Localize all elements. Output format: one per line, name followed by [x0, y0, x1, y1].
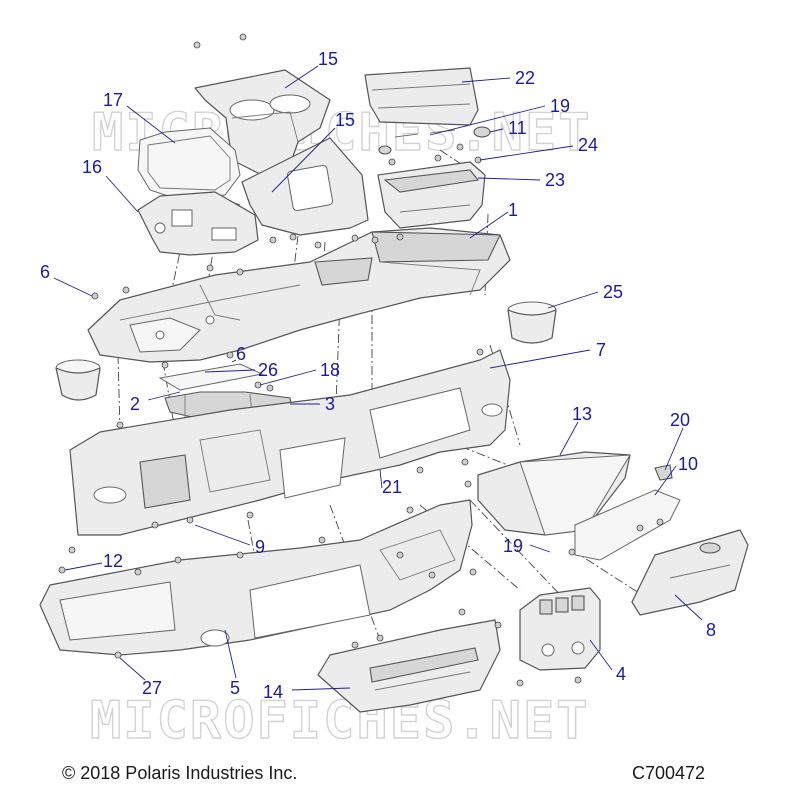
part-4-switch-panel	[519, 587, 601, 671]
callout-22: 22	[515, 68, 535, 88]
part-13-glovebox-tub	[477, 451, 631, 536]
callout-25: 25	[603, 282, 623, 302]
callout-19: 19	[503, 536, 523, 556]
callout-7: 7	[596, 340, 606, 360]
callout-23: 23	[545, 170, 565, 190]
part-1-upper-dash	[87, 227, 511, 363]
callout-1: 1	[508, 200, 518, 220]
callout-10: 10	[678, 454, 698, 474]
callout-18: 18	[320, 360, 340, 380]
callout-6: 6	[236, 344, 246, 364]
part-5-lower-dash	[39, 499, 473, 656]
callout-15: 15	[335, 110, 355, 130]
copyright-text: © 2018 Polaris Industries Inc.	[62, 763, 298, 783]
callout-8: 8	[706, 620, 716, 640]
callout-15: 15	[318, 49, 338, 69]
callout-12: 12	[103, 551, 123, 571]
part-11-grommet	[378, 126, 491, 155]
part-22-storage-lid	[364, 67, 479, 126]
part-25-cupholder-right	[507, 301, 557, 344]
callout-14: 14	[263, 682, 283, 702]
callout-21: 21	[382, 477, 402, 497]
diagram-code: C700472	[632, 763, 706, 783]
part-26-plate	[158, 363, 264, 391]
cupholder-left	[55, 359, 101, 401]
callout-9: 9	[255, 537, 265, 557]
callout-27: 27	[142, 678, 162, 698]
callout-2: 2	[130, 394, 140, 414]
part-23-storage-tray	[377, 161, 486, 229]
part-8-glovebox-door	[631, 529, 749, 616]
callout-17: 17	[103, 90, 123, 110]
callout-20: 20	[670, 410, 690, 430]
part-14-lower-trim	[317, 619, 501, 713]
part-15-switch-bezel	[241, 137, 369, 236]
callout-11: 11	[508, 118, 527, 138]
part-16-gauge-panel	[137, 191, 259, 256]
callout-3: 3	[325, 394, 335, 414]
callout-4: 4	[616, 664, 626, 684]
watermark-bottom: MICROFICHES.NET	[89, 690, 590, 751]
callout-24: 24	[578, 135, 598, 155]
callout-labels: 15 22 17 19 11 15 24 16 23 1 6 25 6 7 26…	[40, 49, 716, 702]
callout-19: 19	[550, 96, 570, 116]
part-10-glovebox-seal	[574, 489, 681, 561]
callout-16: 16	[82, 157, 102, 177]
leader-lines	[53, 65, 703, 691]
part-20-latch	[654, 464, 673, 481]
svg-text:MICROFICHES.NET: MICROFICHES.NET	[90, 691, 590, 751]
callout-26: 26	[258, 360, 278, 380]
part-7-main-frame	[69, 349, 511, 536]
part-17-gauge-bezel	[137, 127, 241, 201]
callout-5: 5	[230, 678, 240, 698]
callout-13: 13	[572, 404, 592, 424]
callout-6: 6	[40, 262, 50, 282]
